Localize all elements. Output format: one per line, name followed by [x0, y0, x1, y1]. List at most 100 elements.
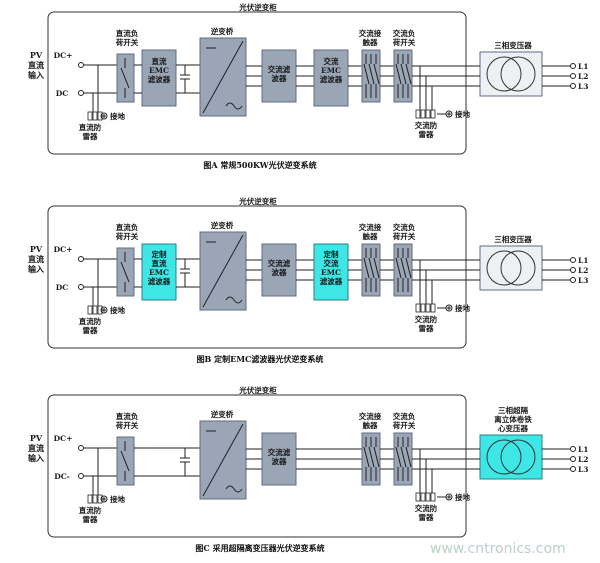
ac-switch-label: 交流负荷开关	[392, 28, 416, 47]
dc-switch-label: 直流负荷开关	[115, 28, 139, 47]
spd-cell	[87, 305, 93, 315]
wire	[373, 63, 380, 85]
wire	[368, 446, 375, 468]
spd-cell	[415, 109, 421, 119]
dc-emc-filter-box	[141, 49, 177, 107]
ac-contactor-label: 交流接触器	[359, 222, 382, 241]
inverter-box	[199, 231, 247, 311]
wire	[120, 67, 130, 89]
transformer-coil-2	[500, 439, 536, 475]
ac-contactor-label: 交流接触器	[359, 411, 382, 430]
ac-filter-box	[261, 243, 297, 297]
wire	[363, 446, 370, 468]
dc-emc-filter-box	[141, 243, 177, 301]
inverter-diagonal	[202, 40, 244, 114]
dc-minus-terminal	[78, 90, 84, 96]
line-terminal	[570, 83, 576, 89]
line-terminal	[570, 73, 576, 79]
dc-spd	[87, 305, 103, 315]
wire	[120, 450, 130, 472]
dc-minus-terminal	[78, 284, 84, 290]
wire	[405, 63, 412, 85]
line-terminal	[570, 466, 576, 472]
l2-label: L2	[578, 455, 589, 464]
spd-cell	[425, 109, 431, 119]
dc-ground-symbol	[100, 495, 108, 503]
spd-cell	[430, 109, 436, 119]
dc-minus-label: DC	[56, 283, 69, 292]
transformer-label: 三相变压器	[494, 234, 532, 244]
spd-cell	[415, 492, 421, 502]
dc-plus-terminal	[78, 256, 84, 262]
l1-label: L1	[578, 445, 589, 454]
spd-cell	[87, 494, 93, 504]
ground-terminal	[445, 110, 453, 118]
line-terminal	[570, 446, 576, 452]
wire	[120, 261, 130, 283]
ac-ground-symbol	[445, 110, 453, 118]
inverter-bridge	[199, 37, 247, 117]
wire	[405, 257, 412, 279]
wire	[395, 257, 402, 279]
watermark: www.cntronics.com	[430, 541, 566, 557]
dc-spd-label: 直流防雷器	[79, 122, 102, 141]
transformer-label: 三相超隔离立体卷铁心变压器	[494, 405, 532, 433]
figure-caption: 图C 采用超隔离变压器光伏逆变系统	[195, 543, 324, 553]
spd-cell	[430, 303, 436, 313]
wire	[405, 446, 412, 468]
spd-cell	[420, 492, 426, 502]
ac-filter-label: 交流滤波器	[268, 447, 291, 466]
dc-spd-label: 直流防雷器	[79, 316, 102, 335]
inverter-diagonal	[202, 234, 244, 308]
l2-label: L2	[578, 72, 589, 81]
ground-terminal	[100, 306, 108, 314]
line-terminal	[570, 63, 576, 69]
line-terminal	[570, 456, 576, 462]
l1-label: L1	[578, 62, 589, 71]
ac-spd	[415, 303, 436, 313]
transformer-coil-1	[486, 250, 522, 286]
dc-spd	[87, 111, 103, 121]
transformer-coil-2	[500, 250, 536, 286]
panel-title: 光伏逆变柜	[238, 2, 277, 12]
wire	[373, 257, 380, 279]
transformer-coil-2	[500, 56, 536, 92]
ac-filter-label: 交流滤波器	[268, 64, 291, 83]
ac-ground-label: 接地	[455, 492, 470, 502]
dc-switch-label: 直流负荷开关	[115, 222, 139, 241]
ground-terminal	[445, 304, 453, 312]
line-terminal	[570, 257, 576, 263]
dc-ground-symbol	[100, 112, 108, 120]
wire	[363, 63, 370, 85]
spd-cell	[425, 303, 431, 313]
inverter-diagonal	[202, 423, 244, 497]
ac-spd-label: 交流防雷器	[415, 503, 438, 522]
figure-caption: 图A 常规500KW光伏逆变系统	[203, 160, 316, 170]
dc-minus-label: DC-	[54, 472, 70, 481]
l3-label: L3	[578, 465, 589, 474]
spd-cell	[415, 303, 421, 313]
ac-wave	[225, 102, 243, 110]
panel-title: 光伏逆变柜	[238, 385, 277, 395]
ac-switch-label: 交流负荷开关	[392, 222, 416, 241]
wire	[363, 257, 370, 279]
wire	[400, 257, 407, 279]
dc-spd	[87, 494, 103, 504]
wire	[400, 446, 407, 468]
dc-ground-label: 接地	[110, 305, 125, 315]
ac-wave	[225, 296, 243, 304]
transformer	[479, 51, 543, 97]
ac-ground-label: 接地	[455, 109, 470, 119]
ac-ground-symbol	[445, 304, 453, 312]
wire	[368, 63, 375, 85]
transformer-coil-1	[486, 56, 522, 92]
spd-cell	[430, 492, 436, 502]
ac-spd-label: 交流防雷器	[415, 120, 438, 139]
